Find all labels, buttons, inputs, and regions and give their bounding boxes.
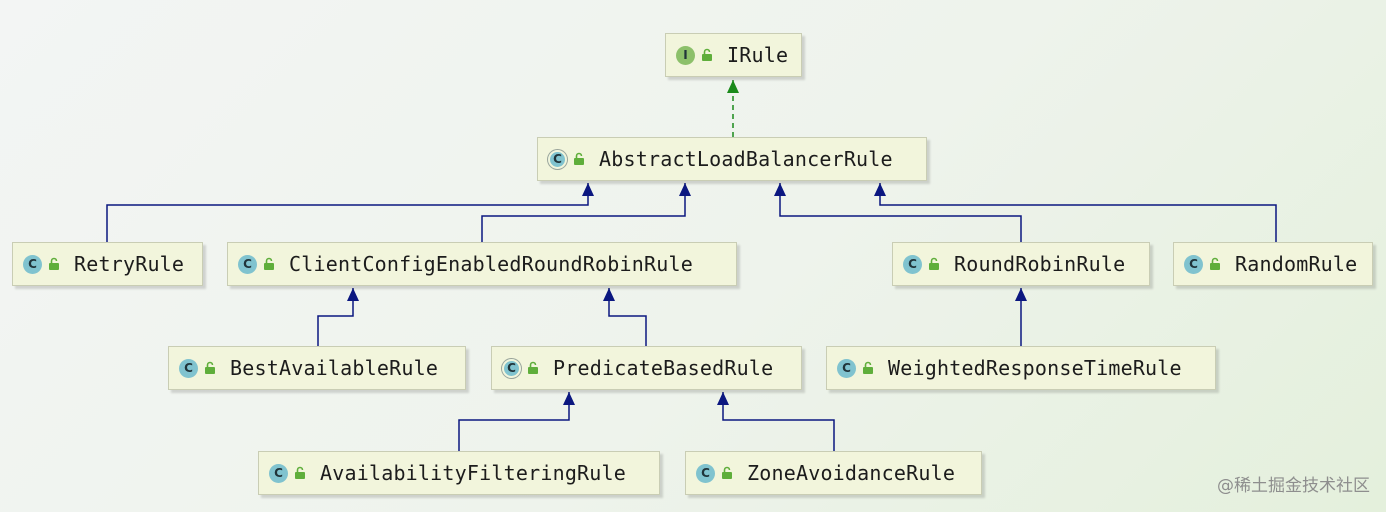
node-label: ClientConfigEnabledRoundRobinRule	[289, 252, 693, 276]
arrowhead	[717, 392, 729, 405]
node-predicate-based-rule[interactable]: C PredicateBasedRule	[491, 346, 802, 390]
node-round-robin-rule[interactable]: C RoundRobinRule	[892, 242, 1150, 286]
node-label: WeightedResponseTimeRule	[888, 356, 1182, 380]
public-lock-icon	[722, 466, 732, 479]
arrowhead	[774, 183, 786, 196]
class-icon: C	[1184, 254, 1203, 274]
abstract-class-icon: C	[548, 149, 567, 169]
edge-weighted-extends-roundrobin	[1015, 288, 1027, 346]
node-availability-filtering-rule[interactable]: C AvailabilityFilteringRule	[258, 451, 660, 495]
public-lock-icon	[1210, 257, 1220, 270]
edge-retry-extends-abstract	[106, 183, 594, 242]
arrowhead	[563, 392, 575, 405]
class-icon: C	[837, 358, 856, 378]
interface-icon: I	[676, 45, 695, 65]
node-label: IRule	[727, 43, 789, 67]
edge-clientconfig-extends-abstract	[481, 183, 691, 242]
arrowhead	[727, 80, 739, 93]
edge-random-extends-abstract	[874, 183, 1277, 242]
arrowhead	[679, 183, 691, 196]
arrowhead	[1015, 288, 1027, 301]
node-retry-rule[interactable]: C RetryRule	[12, 242, 203, 286]
class-icon: C	[903, 254, 922, 274]
edge-roundrobin-extends-abstract	[774, 183, 1022, 242]
public-lock-icon	[264, 257, 274, 270]
node-label: PredicateBasedRule	[553, 356, 774, 380]
class-icon: C	[269, 463, 288, 483]
class-icon: C	[696, 463, 715, 483]
public-lock-icon	[528, 361, 538, 374]
node-label: AbstractLoadBalancerRule	[599, 147, 893, 171]
edge-availability-extends-predicate	[458, 392, 575, 451]
arrowhead	[603, 288, 615, 301]
edge-abstract-implements-irule	[727, 80, 739, 137]
node-label: BestAvailableRule	[230, 356, 439, 380]
public-lock-icon	[295, 466, 305, 479]
edge-predicate-extends-clientconfig	[603, 288, 647, 346]
node-label: RandomRule	[1235, 252, 1358, 276]
arrowhead	[347, 288, 359, 301]
class-icon: C	[238, 254, 257, 274]
node-client-config-enabled-round-robin-rule[interactable]: C ClientConfigEnabledRoundRobinRule	[227, 242, 737, 286]
edge-bestavailable-extends-clientconfig	[317, 288, 359, 346]
node-label: ZoneAvoidanceRule	[747, 461, 956, 485]
public-lock-icon	[49, 257, 59, 270]
node-weighted-response-time-rule[interactable]: C WeightedResponseTimeRule	[826, 346, 1216, 390]
abstract-class-icon: C	[502, 358, 521, 378]
node-label: AvailabilityFilteringRule	[320, 461, 627, 485]
watermark: @稀土掘金技术社区	[1217, 476, 1370, 496]
public-lock-icon	[205, 361, 215, 374]
public-lock-icon	[929, 257, 939, 270]
arrowhead	[582, 183, 594, 196]
node-random-rule[interactable]: C RandomRule	[1173, 242, 1373, 286]
node-label: RetryRule	[74, 252, 185, 276]
class-icon: C	[179, 358, 198, 378]
class-icon: C	[23, 254, 42, 274]
edge-zoneavoidance-extends-predicate	[717, 392, 835, 451]
arrowhead	[874, 183, 886, 196]
public-lock-icon	[702, 48, 712, 61]
node-abstract-load-balancer-rule[interactable]: C AbstractLoadBalancerRule	[537, 137, 927, 181]
node-label: RoundRobinRule	[954, 252, 1126, 276]
node-zone-avoidance-rule[interactable]: C ZoneAvoidanceRule	[685, 451, 982, 495]
public-lock-icon	[574, 152, 584, 165]
node-best-available-rule[interactable]: C BestAvailableRule	[168, 346, 466, 390]
public-lock-icon	[863, 361, 873, 374]
node-irule[interactable]: I IRule	[665, 33, 802, 77]
